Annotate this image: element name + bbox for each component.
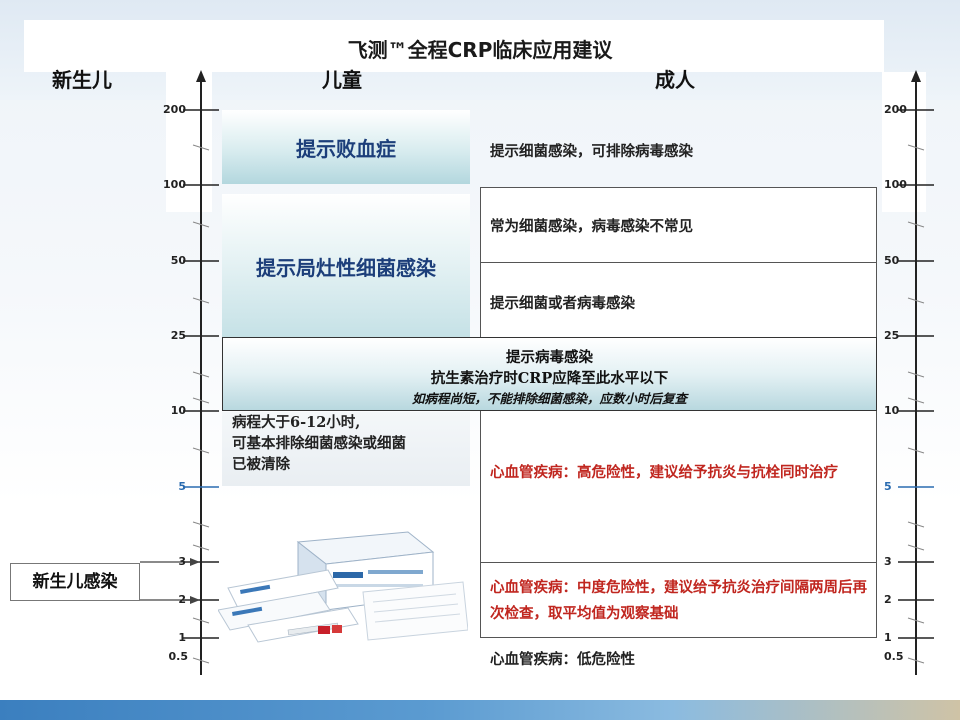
header-neonate: 新生儿	[52, 68, 112, 92]
child-sepsis-box: 提示败血症	[222, 110, 470, 184]
tick-label-left: 5	[178, 480, 186, 493]
neonatal-infection-label: 新生儿感染	[32, 572, 118, 592]
header-adult: 成人	[655, 68, 695, 92]
left-minor-ticks	[192, 144, 210, 664]
tick-label-left: 0.5	[168, 650, 189, 663]
adult-cv-mid-box	[480, 562, 877, 638]
child-excluded-text: 病程大于6-12小时, 可基本排除细菌感染或细菌 已被清除	[232, 412, 464, 475]
tick-label-right: 10	[884, 404, 900, 417]
adult-bacterial-or-viral-box	[480, 262, 877, 338]
viral-band-line-3: 如病程尚短，不能排除细菌感染，应数小时后复查	[411, 391, 687, 406]
crp-test-kit-image	[218, 531, 468, 643]
title-bar	[24, 20, 884, 72]
tick-label-right: 50	[884, 254, 900, 267]
tick-label-right: 200	[884, 103, 907, 116]
child-local-infection-label: 提示局灶性细菌感染	[256, 255, 436, 280]
child-excluded-box	[222, 412, 470, 486]
viral-infection-band: 提示病毒感染 抗生素治疗时CRP应降至此水平以下 如病程尚短，不能排除细菌感染，…	[222, 337, 877, 411]
viral-band-line-1: 提示病毒感染	[506, 349, 593, 366]
child-local-infection-box: 提示局灶性细菌感染	[222, 194, 470, 338]
page-title: 飞测™全程CRP临床应用建议	[347, 38, 613, 62]
tick-label-right: 0.5	[884, 650, 904, 663]
left-axis-arrow-icon	[196, 70, 206, 82]
right-minor-ticks	[907, 144, 925, 664]
tick-label-right: 100	[884, 178, 907, 191]
adult-often-bacterial: 常为细菌感染，病毒感染不常见	[490, 218, 693, 235]
child-excluded-line: 病程大于6-12小时,	[232, 414, 361, 431]
tick-label-left: 1	[178, 631, 186, 644]
viral-band-line-2: 抗生素治疗时CRP应降至此水平以下	[430, 370, 669, 387]
right-scale-panel	[882, 72, 926, 212]
bottom-decorative-strip	[0, 700, 960, 720]
adult-bacterial-or-viral: 提示细菌或者病毒感染	[490, 295, 635, 312]
tick-label-left: 100	[163, 178, 186, 191]
tick-label-left: 3	[178, 555, 186, 568]
left-scale-panel	[166, 72, 212, 212]
tick-label-left: 50	[170, 254, 186, 267]
adult-cv-low: 心血管疾病：低危险性	[490, 651, 635, 668]
tick-label-left: 25	[170, 329, 186, 342]
tick-label-right: 3	[884, 555, 892, 568]
adult-bacterial-exclude-viral: 提示细菌感染，可排除病毒感染	[490, 143, 693, 160]
right-axis-arrow-icon	[911, 70, 921, 82]
adult-cv-high: 心血管疾病：高危险性，建议给予抗炎与抗栓同时治疗	[490, 464, 838, 481]
arrow-right-icon	[190, 596, 200, 604]
adult-cv-high-box	[480, 410, 877, 563]
tick-label-right: 1	[884, 631, 892, 644]
neonatal-infection-box: 新生儿感染	[10, 563, 140, 601]
arrow-right-icon	[190, 558, 200, 566]
tick-label-right: 5	[884, 480, 892, 493]
tick-label-right: 25	[884, 329, 900, 342]
adult-cv-mid: 心血管疾病：中度危险性，建议给予抗炎治疗间隔两周后再次检查，取平均值为观察基础	[490, 579, 867, 622]
tick-label-left: 2	[178, 593, 186, 606]
header-child: 儿童	[322, 68, 362, 92]
right-major-ticks	[898, 109, 934, 639]
tick-label-left: 200	[163, 103, 186, 116]
left-major-ticks	[183, 109, 219, 639]
child-sepsis-label: 提示败血症	[296, 136, 396, 161]
child-excluded-line: 已被清除	[232, 456, 290, 473]
tick-label-left: 10	[170, 404, 186, 417]
tick-label-right: 2	[884, 593, 892, 606]
child-excluded-line: 可基本排除细菌感染或细菌	[232, 435, 406, 452]
